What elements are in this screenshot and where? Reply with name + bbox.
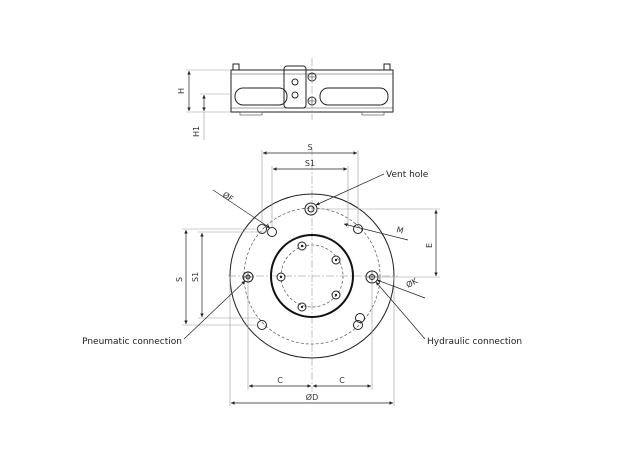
mounting-holes — [257, 224, 365, 330]
dim-h1: H1 — [192, 126, 201, 137]
dim-h: H — [177, 88, 186, 94]
dim-s1-left: S1 — [191, 272, 200, 282]
right-slot — [319, 87, 389, 106]
hydraulic-label: Hydraulic connection — [427, 337, 522, 347]
dim-d: ØD — [306, 392, 318, 402]
plan-view: S S1 S S1 E C C ØD ØF M ØK — [82, 143, 522, 406]
dim-s-top: S — [307, 143, 312, 152]
dim-f: ØF — [221, 189, 236, 204]
dim-k: ØK — [404, 275, 420, 290]
pneumatic-label: Pneumatic connection — [82, 337, 182, 347]
inner-ring — [270, 234, 354, 318]
inner-hole-pattern — [276, 241, 341, 312]
vent-hole-label: Vent hole — [386, 170, 429, 180]
side-view: H H1 — [177, 58, 394, 140]
dim-s-left: S — [175, 277, 184, 282]
dim-m: M — [396, 225, 405, 235]
dim-c-right: C — [339, 376, 345, 385]
dim-e: E — [425, 243, 434, 248]
vent-hole — [304, 202, 318, 216]
bolt-circle — [243, 207, 381, 345]
dim-s1-top: S1 — [305, 159, 315, 168]
left-slot — [234, 87, 288, 106]
center-block — [283, 65, 307, 109]
dim-c-left: C — [277, 376, 283, 385]
